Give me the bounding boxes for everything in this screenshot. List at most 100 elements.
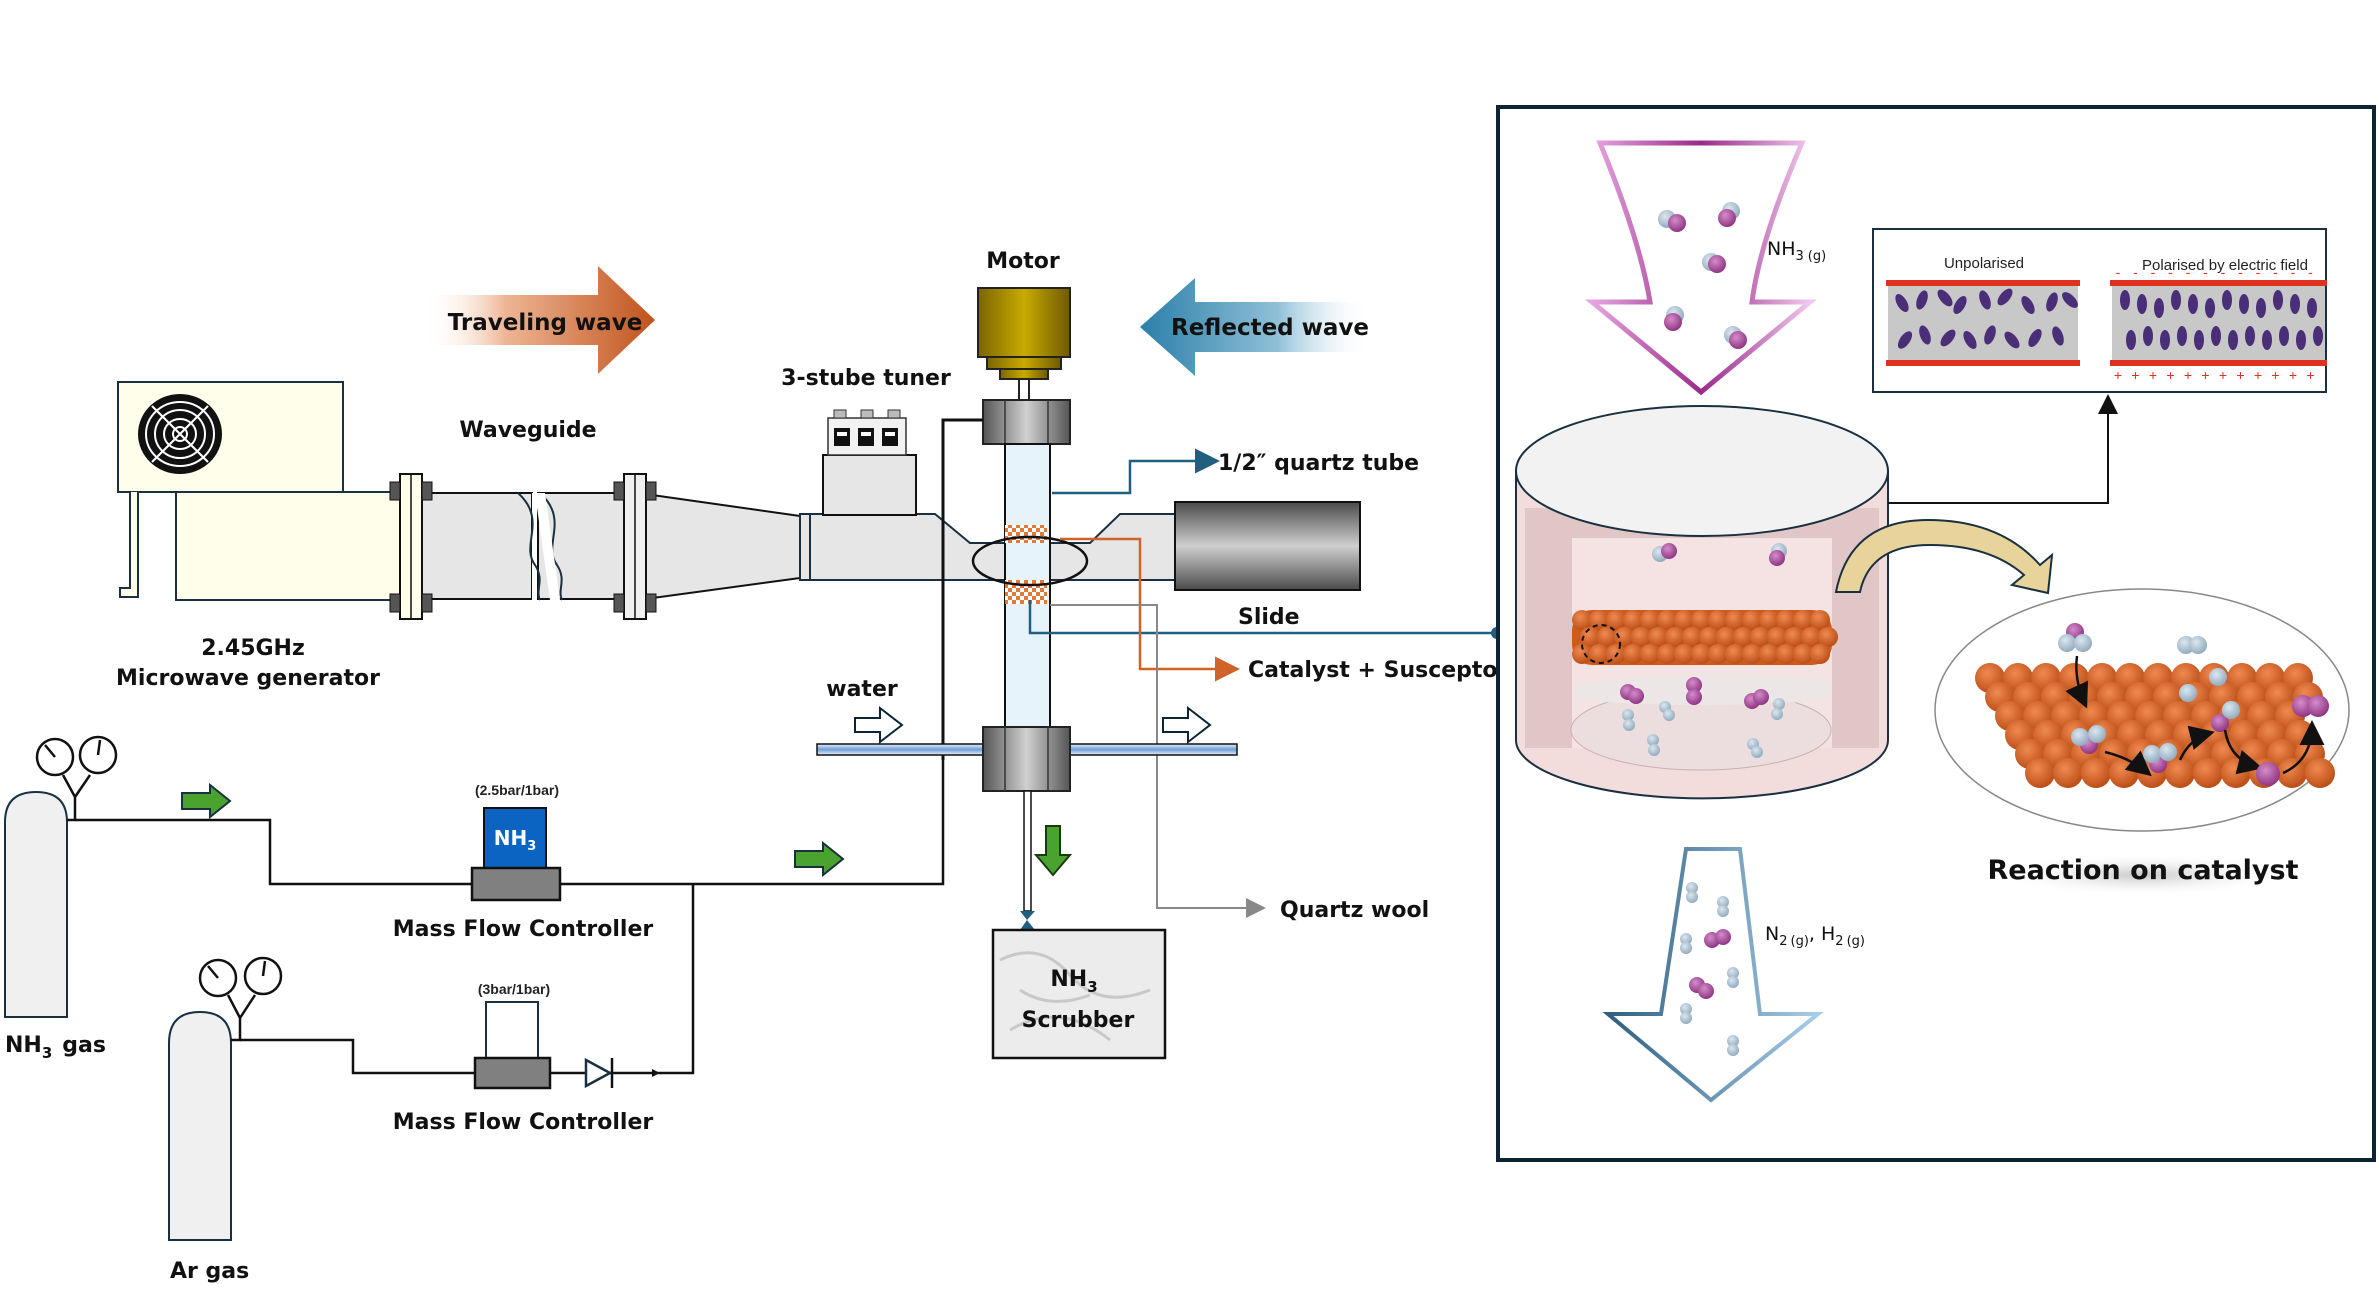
dipole-icon [2194, 330, 2204, 350]
polarised-dipoles [2120, 290, 2323, 350]
scrubber-nh-label: NH [1050, 967, 1087, 992]
nh3-line [75, 818, 472, 886]
negative-charge: - [2151, 264, 2156, 280]
check-valve-icon [584, 1057, 614, 1089]
negative-charge: - [2308, 264, 2313, 280]
dipole-icon [2004, 331, 2020, 349]
dipole-icon [2228, 330, 2238, 350]
catalyst-bead [1767, 627, 1787, 647]
negative-charge: - [2116, 264, 2121, 280]
ar-tank-label: Ar gas [170, 1259, 249, 1284]
exhaust-line [1023, 790, 1032, 912]
positive-charge: + [2131, 367, 2139, 383]
polarised-label: Polarised by electric field [2142, 257, 2308, 274]
generator-name-label: Microwave generator [116, 666, 380, 691]
mfc-nh3-pressure: (2.5bar/1bar) [475, 782, 559, 798]
catalyst-bead [1674, 610, 1694, 630]
dipole-icon [2021, 295, 2035, 315]
unpolarised-dipoles [1895, 288, 2078, 350]
svg-text:NH3: NH3 [494, 826, 537, 854]
positive-charge: + [2306, 367, 2314, 383]
dipole-icon [2313, 326, 2323, 346]
catalyst-bead [1691, 644, 1711, 664]
catalyst-bead [1793, 644, 1813, 664]
catalyst-bead [1580, 627, 1600, 647]
generator-freq-label: 2.45GHz [201, 636, 305, 661]
catalyst-atom [2305, 758, 2335, 788]
nh3-gas-cylinder [4, 735, 118, 1018]
catalyst-bead [1793, 610, 1813, 630]
negative-charge: - [2203, 264, 2208, 280]
catalyst-bead [1682, 627, 1702, 647]
mfc-ar-pressure: (3bar/1bar) [478, 981, 550, 997]
catalyst-bead [1725, 644, 1745, 664]
nh3-inlet-arrow [1585, 140, 1817, 396]
catalyst-bead [1750, 627, 1770, 647]
water-label: water [826, 677, 898, 702]
catalyst-label: Catalyst + Susceptor [1248, 658, 1509, 683]
catalyst-bead [1640, 644, 1660, 664]
connector-icon [1020, 911, 1035, 930]
catalyst-bead [1657, 644, 1677, 664]
dipole-icon [1916, 290, 1928, 310]
reaction-zoom: Reaction on catalyst [1934, 588, 2350, 897]
gas-feed-line [941, 418, 983, 760]
catalyst-bead [1810, 610, 1830, 630]
motor [977, 287, 1071, 402]
catalyst-atom [2193, 758, 2223, 788]
dipole-icon [2028, 328, 2042, 348]
reflected-wave-label: Reflected wave [1171, 315, 1369, 341]
mfc-ar-label: Mass Flow Controller [393, 1110, 654, 1135]
catalyst-bead [1631, 627, 1651, 647]
positive-charge: + [2114, 367, 2122, 383]
dipole-icon [2307, 298, 2317, 318]
catalyst-bead [1776, 644, 1796, 664]
nh3-molecule-icon [1658, 202, 1747, 349]
dipole-icon [2137, 294, 2147, 314]
zoom-circle [1581, 624, 1621, 664]
dipole-icon [2062, 292, 2078, 308]
dipole-icon [1919, 325, 1931, 345]
dipole-icon [1979, 290, 1991, 310]
negative-charge: - [2291, 264, 2296, 280]
traveling-wave-arrow: Traveling wave [425, 266, 655, 374]
catalyst-atom [2277, 758, 2307, 788]
mixed-gas-line [560, 760, 945, 886]
outlet-h2-label: H [1821, 923, 1835, 945]
catalyst-atom [2165, 758, 2195, 788]
catalyst-atom [2081, 758, 2111, 788]
nh3-scrubber: NH3 Scrubber [991, 928, 1167, 1060]
quartz-tube [971, 443, 1089, 745]
dipole-icon [1984, 325, 1996, 345]
quartz-wool-callout [1050, 604, 1266, 918]
catalyst-bead [1759, 610, 1779, 630]
dipole-icon [2211, 326, 2221, 346]
negative-charge: - [2186, 264, 2191, 280]
water-out-arrow-icon [1162, 705, 1212, 745]
waveguide-label: Waveguide [459, 418, 596, 443]
dipole-icon [2154, 298, 2164, 318]
dipole-icon [2262, 330, 2272, 350]
outlet-arrow [1602, 847, 1824, 1103]
slide-label: Slide [1238, 605, 1300, 630]
negative-charge: - [2238, 264, 2243, 280]
catalyst-bead [1801, 627, 1821, 647]
reflected-wave-arrow: Reflected wave [1140, 278, 1370, 376]
dipole-icon [2296, 330, 2306, 350]
ar-gas-cylinder [168, 956, 283, 1241]
dipole-icon [2171, 290, 2181, 310]
catalyst-bead [1776, 610, 1796, 630]
flange-2 [613, 473, 657, 620]
positive-charge: + [2149, 367, 2157, 383]
mfc-nh3-label: Mass Flow Controller [393, 917, 654, 942]
motor-label: Motor [986, 249, 1060, 274]
reaction-molecules [2058, 623, 2329, 786]
traveling-wave-label: Traveling wave [448, 310, 643, 336]
reactor-cylinder [1515, 405, 1889, 800]
positive-charge: + [2166, 367, 2174, 383]
dipole-icon [2126, 330, 2136, 350]
catalyst-bead [1674, 644, 1694, 664]
polarization-panel: Unpolarised Polarised by electric field … [1872, 228, 2327, 393]
dipole-icon [2256, 298, 2266, 318]
